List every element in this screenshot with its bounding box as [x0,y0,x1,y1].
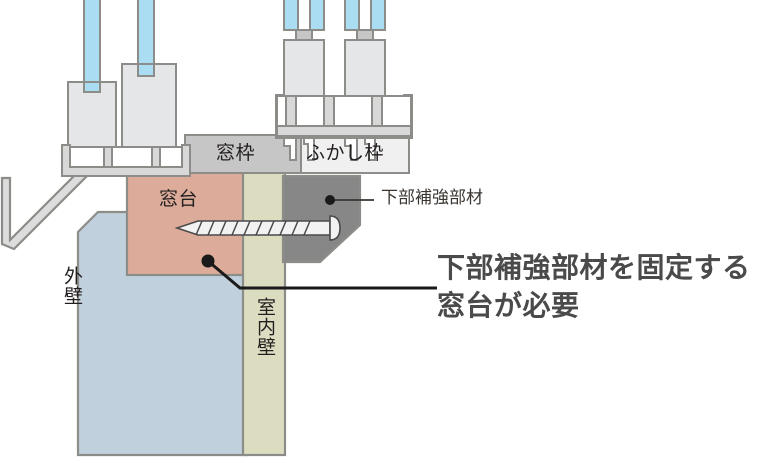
lower-reinforcement-member-group [281,174,362,264]
sash-track-channel-left [69,146,183,168]
glass-pane-right-b [309,0,325,31]
label-window-frame: 窓枠 [216,143,256,164]
glass-pane-right-a [283,0,299,31]
glass-pane-right-c [344,0,360,31]
window-frame-bar [184,134,302,174]
interior-wall-group [241,170,287,457]
glazing-bead-right-b [356,29,374,41]
sash-glazing-pocket-left-inner [137,63,155,77]
callout-leader-line [207,259,437,290]
label-lower-reinforcement: 下部補強部材 [381,188,483,207]
label-interior-wall: 室内壁 [253,297,275,357]
label-furring-frame: ふかし枠 [306,143,385,164]
reinforcement-leader-dot [325,195,335,205]
sash-body-left-inner [121,63,177,149]
screw-head [329,215,341,241]
glazing-bead-right-a [295,29,313,41]
lower-reinforcement-member-body [281,174,362,264]
glass-pane-left-inner [137,0,155,69]
right-sash-assembly [275,0,413,161]
left-sash-assembly [61,0,191,177]
label-exterior-wall: 外壁 [60,266,82,306]
screw-fastener-group [174,215,341,241]
label-window-sill: 窓台 [159,189,199,210]
sash-track-divider-left-2 [151,146,161,168]
callout-leader-dot [201,254,215,268]
glass-pane-left-outer [83,0,101,93]
screw-threads [195,220,311,236]
sash-glazing-pocket-left-outer [83,81,101,93]
callout-heading-line1: 下部補強部材を固定する [437,252,751,283]
callout-heading-line2: 窓台が必要 [437,290,580,321]
leader-lines-group [201,195,437,290]
sash-track-divider-left [103,146,113,168]
glass-pane-right-d [370,0,386,31]
interior-wall-body [241,170,287,457]
sash-track-bottom-right [276,125,412,137]
